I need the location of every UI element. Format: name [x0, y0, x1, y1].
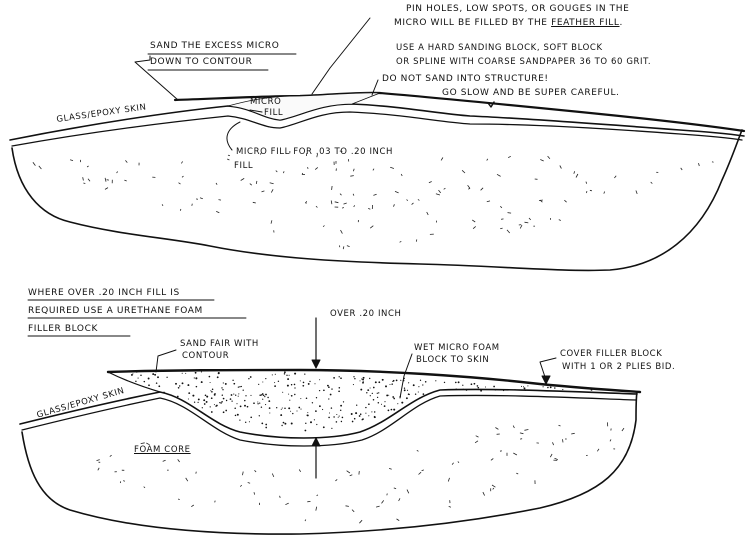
leader-pinholes [311, 17, 371, 95]
leader-wet-micro [399, 353, 413, 399]
leader-cover [539, 357, 557, 381]
top-diagram [9, 17, 746, 272]
block-note-line1: USE A HARD SANDING BLOCK, SOFT BLOCK [396, 43, 603, 53]
pinholes-note-text: MICRO WILL BE FILLED BY THE [394, 18, 552, 28]
cover-line1: COVER FILLER BLOCK [560, 349, 663, 359]
leader-donotsand [371, 79, 379, 96]
top-core-stipple [32, 150, 714, 250]
filler-block-stipple [130, 371, 593, 432]
block-note-line2: OR SPLINE WITH COARSE SANDPAPER 36 TO 60… [396, 57, 652, 67]
bottom-skin-inner-line [21, 394, 637, 447]
sand-excess-line1: SAND THE EXCESS MICRO [150, 41, 280, 51]
micro-range-line1: MICRO FILL FOR .03 TO .20 INCH [236, 147, 394, 157]
bottom-diagram [19, 299, 642, 535]
top-micro-fill-area [227, 92, 381, 121]
wet-micro-line1: WET MICRO FOAM [414, 343, 500, 353]
bottom-heading-line3: FILLER BLOCK [28, 324, 98, 334]
foam-core-label: FOAM CORE [134, 445, 191, 455]
wet-micro-line2: BLOCK TO SKIN [416, 355, 490, 365]
sand-excess-line2: DOWN TO CONTOUR [150, 57, 253, 67]
arrow-cover-head [541, 375, 551, 385]
bottom-core-stipple [96, 422, 625, 524]
top-skin-outer-line [9, 103, 745, 141]
leader-micro-range [226, 121, 241, 151]
bottom-filler-left [107, 371, 161, 393]
leader-sand-excess [134, 55, 179, 101]
leader-micro-fill [249, 109, 263, 113]
leader-sand-fair [155, 349, 177, 373]
micro-fill-label-line2: FILL [264, 108, 284, 118]
top-skin-inner-line [11, 111, 743, 147]
pinholes-note-line1: PIN HOLES, LOW SPOTS, OR GOUGES IN THE [406, 4, 630, 14]
bottom-filler-contour [106, 368, 642, 394]
feather-fill-text: FEATHER FILL [551, 18, 620, 28]
bottom-skin-outer-line [19, 388, 638, 439]
top-foam-core-outline [11, 129, 743, 272]
arrow-bottom-head [311, 437, 321, 447]
cover-line2: WITH 1 OR 2 PLIES BID. [562, 362, 676, 372]
pinholes-note-period: . [619, 18, 623, 28]
underline-sand-excess [147, 53, 297, 71]
bottom-heading-line2: REQUIRED USE A URETHANE FOAM [28, 306, 203, 316]
warning-line2: GO SLOW AND BE SUPER CAREFUL. [442, 88, 620, 98]
micro-fill-label-line1: MICRO [250, 97, 282, 107]
top-contour-line [173, 91, 746, 133]
sand-fair-line1: SAND FAIR WITH [180, 339, 259, 349]
pinholes-note-line2: MICRO WILL BE FILLED BY THE FEATHER FILL… [394, 18, 623, 28]
sand-fair-line2: CONTOUR [182, 351, 230, 361]
over-label: OVER .20 INCH [330, 309, 402, 319]
warning-line1: DO NOT SAND INTO STRUCTURE! [382, 74, 549, 84]
bottom-foam-core-outline [21, 391, 638, 535]
arrow-over-head [311, 359, 321, 369]
micro-range-line2: FILL [234, 161, 254, 171]
underline-heading [27, 299, 247, 337]
bottom-heading-line1: WHERE OVER .20 INCH FILL IS [28, 288, 180, 298]
